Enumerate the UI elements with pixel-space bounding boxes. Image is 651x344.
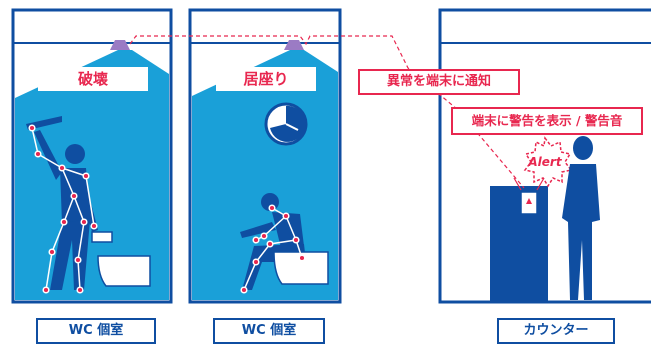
ceiling-sensor	[110, 40, 130, 50]
caption-wc-2: WC 個室	[213, 318, 325, 344]
terminal-warning-label: 端末に警告を表示 / 警告音	[451, 107, 643, 135]
room-3-counter	[438, 8, 651, 304]
room-2-wc	[188, 8, 342, 304]
caption-wc-1: WC 個室	[36, 318, 156, 344]
clock-icon	[264, 102, 308, 146]
event-label-destroy: 破壊	[38, 67, 148, 91]
toilet-icon	[273, 251, 329, 285]
light-beam	[15, 50, 169, 300]
person-destroying-icon	[26, 116, 98, 290]
notify-label: 異常を端末に通知	[358, 69, 520, 95]
alert-burst-icon	[523, 136, 573, 188]
staff-person-icon	[562, 136, 600, 300]
event-label-loitering: 居座り	[216, 67, 316, 91]
pose-skeleton	[240, 204, 306, 294]
toilet-icon	[97, 255, 151, 287]
alert-text: Alert	[528, 155, 562, 169]
room-1-wc	[11, 8, 173, 304]
counter-desk	[490, 186, 548, 302]
caption-counter: カウンター	[497, 318, 615, 344]
pose-skeleton	[28, 124, 98, 294]
ceiling-sensor	[284, 40, 304, 50]
